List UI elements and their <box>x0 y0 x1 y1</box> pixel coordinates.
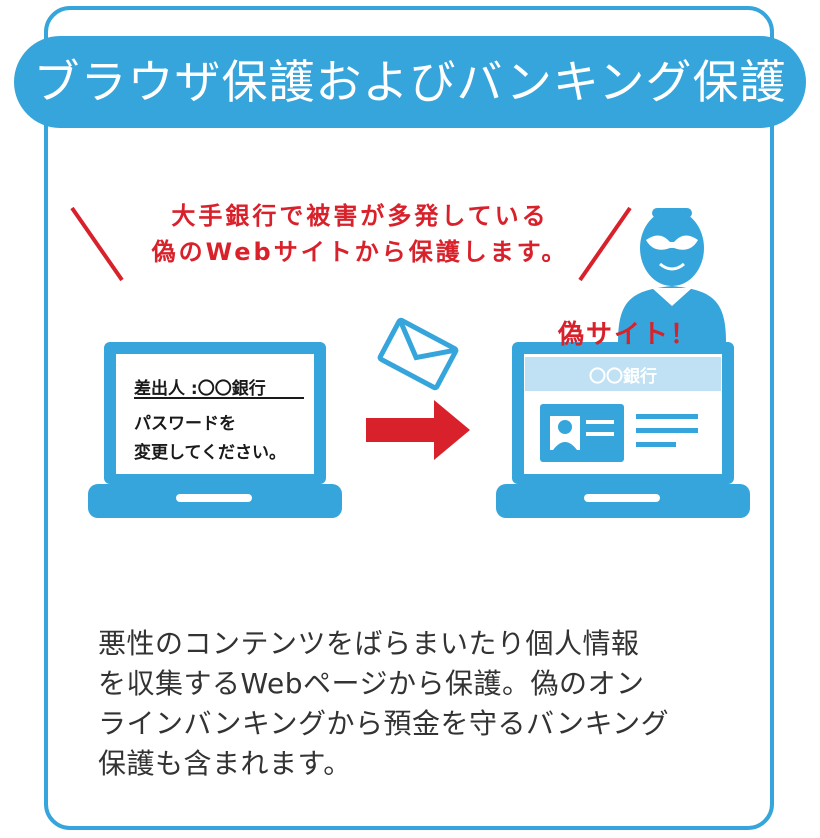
hacker-icon <box>618 208 726 342</box>
arrow-right-icon <box>366 400 470 460</box>
description: 悪性のコンテンツをばらまいたり個人情報 を収集するWebページから保護。偽のオン… <box>98 624 738 784</box>
warning-line-1: 大手銀行で被害が多発している <box>171 202 549 230</box>
text-line <box>636 414 698 419</box>
text-line <box>636 428 698 433</box>
warning-text: 大手銀行で被害が多発している 偽のWebサイトから保護します。 <box>120 198 600 270</box>
fake-site-label: 偽サイト！ <box>557 320 698 350</box>
page-title: ブラウザ保護およびバンキング保護 <box>33 55 787 109</box>
envelope-icon <box>377 317 459 391</box>
email-body-line-2: 変更してください。 <box>134 443 286 463</box>
fake-site-bank-name: 〇〇銀行 <box>589 367 657 387</box>
email-sender: 差出人 :〇〇銀行 <box>134 379 266 399</box>
text-line <box>636 442 676 447</box>
warning-line-2: 偽のWebサイトから保護します。 <box>151 238 569 266</box>
email-body: パスワードを 変更してください。 <box>134 410 314 468</box>
title-banner: ブラウザ保護およびバンキング保護 <box>14 36 806 128</box>
id-card-icon <box>540 404 624 462</box>
email-body-line-1: パスワードを <box>134 414 236 434</box>
warning-slash-left <box>70 206 124 282</box>
description-line-3: ラインバンキングから預金を守るバンキング <box>98 707 670 740</box>
laptop-icon <box>88 342 342 518</box>
warning-slash-right <box>578 206 632 282</box>
description-line-4: 保護も含まれます。 <box>98 747 352 780</box>
description-line-2: を収集するWebページから保護。偽のオン <box>98 667 645 700</box>
description-line-1: 悪性のコンテンツをばらまいたり個人情報 <box>98 627 640 660</box>
